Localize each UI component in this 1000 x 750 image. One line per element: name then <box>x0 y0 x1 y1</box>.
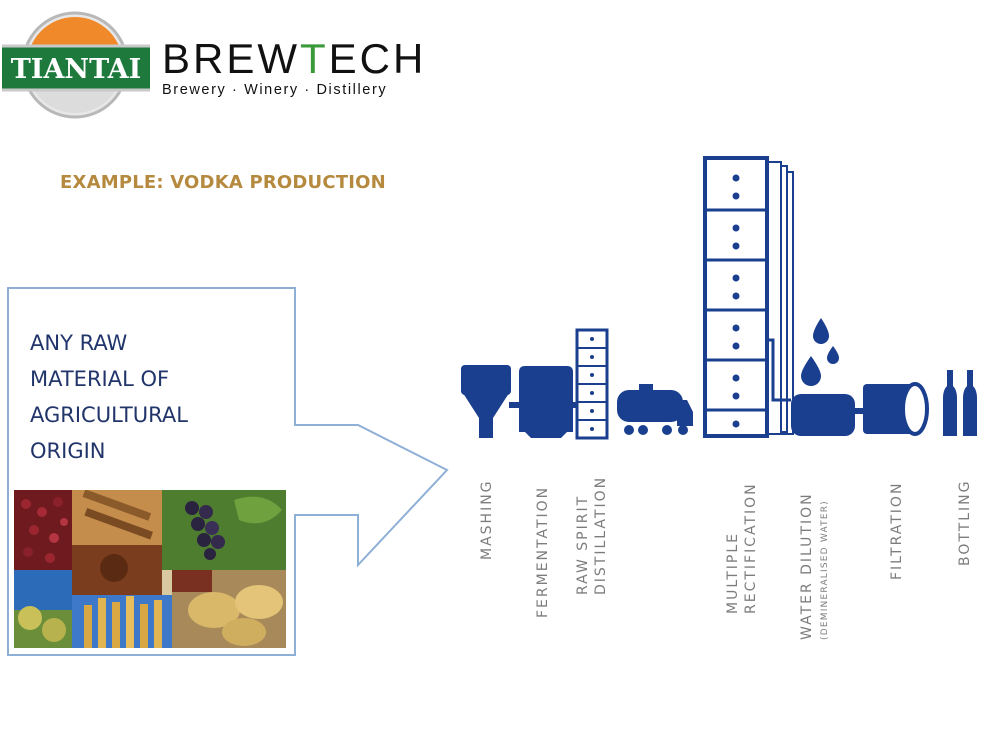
rectification-column-icon <box>703 156 794 438</box>
step-label-fermentation: FERMENTATION <box>535 485 551 618</box>
filtration-drum-icon <box>863 382 929 436</box>
diagram-title: EXAMPLE: VODKA PRODUCTION <box>60 172 386 193</box>
distillation-column-icon <box>575 328 609 440</box>
mashing-tank-icon <box>461 365 521 438</box>
water-drops-icon <box>801 318 839 386</box>
raw-material-line: MATERIAL OF <box>30 367 170 391</box>
step-label-bottling: BOTTLING <box>957 479 973 567</box>
logo-text: TIANTAI <box>11 54 142 85</box>
step-label-water-dilution: WATER DILUTION (DEMINERALISED WATER) <box>799 492 830 640</box>
brand-name: BREWTECH <box>162 35 427 82</box>
production-equipment <box>461 156 977 440</box>
raw-materials-collage-image <box>14 490 286 648</box>
dilution-tank-icon <box>791 394 863 436</box>
fermentation-tank-icon <box>519 366 579 438</box>
tanker-truck-icon <box>617 384 693 435</box>
step-label-mashing: MASHING <box>479 479 495 560</box>
brand-subtitle: Brewery · Winery · Distillery <box>162 82 388 98</box>
raw-material-line: AGRICULTURAL <box>30 403 188 427</box>
raw-material-line: ANY RAW <box>30 331 128 355</box>
raw-material-text: ANY RAW MATERIAL OF AGRICULTURAL ORIGIN <box>30 325 188 469</box>
step-label-filtration: FILTRATION <box>889 481 905 580</box>
tiantai-logo: TIANTAI <box>2 11 150 119</box>
bottles-icon <box>943 370 977 436</box>
step-label-multiple-rectification: MULTIPLE RECTIFICATION <box>725 482 759 614</box>
raw-material-line: ORIGIN <box>30 439 106 463</box>
step-label-raw-spirit-distillation: RAW SPIRIT DISTILLATION <box>575 475 609 595</box>
brand-block: BREWTECH Brewery · Winery · Distillery <box>162 35 427 99</box>
